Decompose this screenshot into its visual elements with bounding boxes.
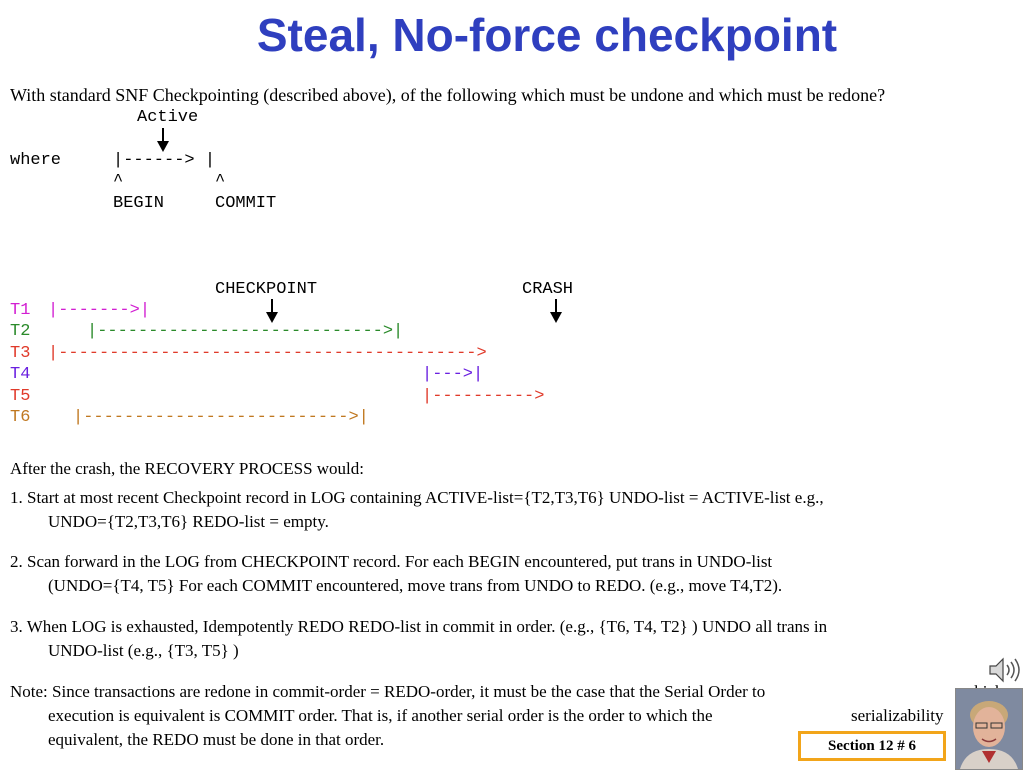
t3-bar: |---------------------------------------… bbox=[48, 344, 487, 363]
legend-begin: BEGIN bbox=[113, 194, 165, 213]
t5-label: T5 bbox=[10, 387, 31, 406]
recovery-step-2: 2. Scan forward in the LOG from CHECKPOI… bbox=[10, 550, 985, 598]
t1-label: T1 bbox=[10, 301, 31, 320]
presenter-photo bbox=[955, 688, 1023, 770]
checkpoint-label: CHECKPOINT bbox=[215, 280, 318, 299]
step-2-line-2: (UNDO={T4, T5} For each COMMIT encounter… bbox=[48, 576, 783, 595]
legend-where: where bbox=[10, 151, 62, 170]
step-1-line-2: UNDO={T2,T3,T6} REDO-list = empty. bbox=[48, 512, 329, 531]
section-badge: Section 12 # 6 bbox=[798, 731, 946, 761]
t6-bar: |-------------------------->| bbox=[73, 408, 369, 427]
note-line-2-tail: serializability bbox=[851, 706, 944, 725]
crash-label: CRASH bbox=[522, 280, 574, 299]
page-title: Steal, No-force checkpoint bbox=[256, 9, 838, 61]
step-1-line-1: 1. Start at most recent Checkpoint recor… bbox=[10, 488, 824, 507]
checkpoint-arrow bbox=[266, 299, 278, 323]
legend-bar: |------> | bbox=[113, 151, 216, 170]
t6-label: T6 bbox=[10, 408, 31, 427]
legend-commit: COMMIT bbox=[215, 194, 277, 213]
note-line-1: Note: Since transactions are redone in c… bbox=[10, 682, 766, 701]
t3-label: T3 bbox=[10, 344, 31, 363]
recovery-step-3: 3. When LOG is exhausted, Idempotently R… bbox=[10, 615, 985, 663]
t4-bar: |--->| bbox=[422, 365, 484, 384]
crash-arrow bbox=[550, 299, 562, 323]
note-line-2: execution is equivalent is COMMIT order.… bbox=[48, 706, 713, 725]
recovery-step-1: 1. Start at most recent Checkpoint recor… bbox=[10, 486, 985, 534]
t5-bar: |----------> bbox=[422, 387, 545, 406]
note-paragraph: Note: Since transactions are redone in c… bbox=[10, 680, 950, 752]
t1-bar: |------->| bbox=[48, 301, 151, 320]
speaker-icon[interactable] bbox=[988, 655, 1022, 685]
active-arrow bbox=[157, 128, 169, 152]
t4-label: T4 bbox=[10, 365, 31, 384]
legend-active-label: Active bbox=[137, 108, 199, 127]
note-line-3: equivalent, the REDO must be done in tha… bbox=[48, 730, 385, 749]
step-3-line-1: 3. When LOG is exhausted, Idempotently R… bbox=[10, 617, 828, 636]
intro-question: With standard SNF Checkpointing (describ… bbox=[10, 85, 886, 105]
legend-carets: ^ ^ bbox=[113, 172, 226, 191]
recovery-heading: After the crash, the RECOVERY PROCESS wo… bbox=[10, 459, 364, 478]
t2-label: T2 bbox=[10, 322, 31, 341]
t2-bar: |---------------------------->| bbox=[87, 322, 404, 341]
step-3-line-2: UNDO-list (e.g., {T3, T5} ) bbox=[48, 641, 239, 660]
step-2-line-1: 2. Scan forward in the LOG from CHECKPOI… bbox=[10, 552, 773, 571]
